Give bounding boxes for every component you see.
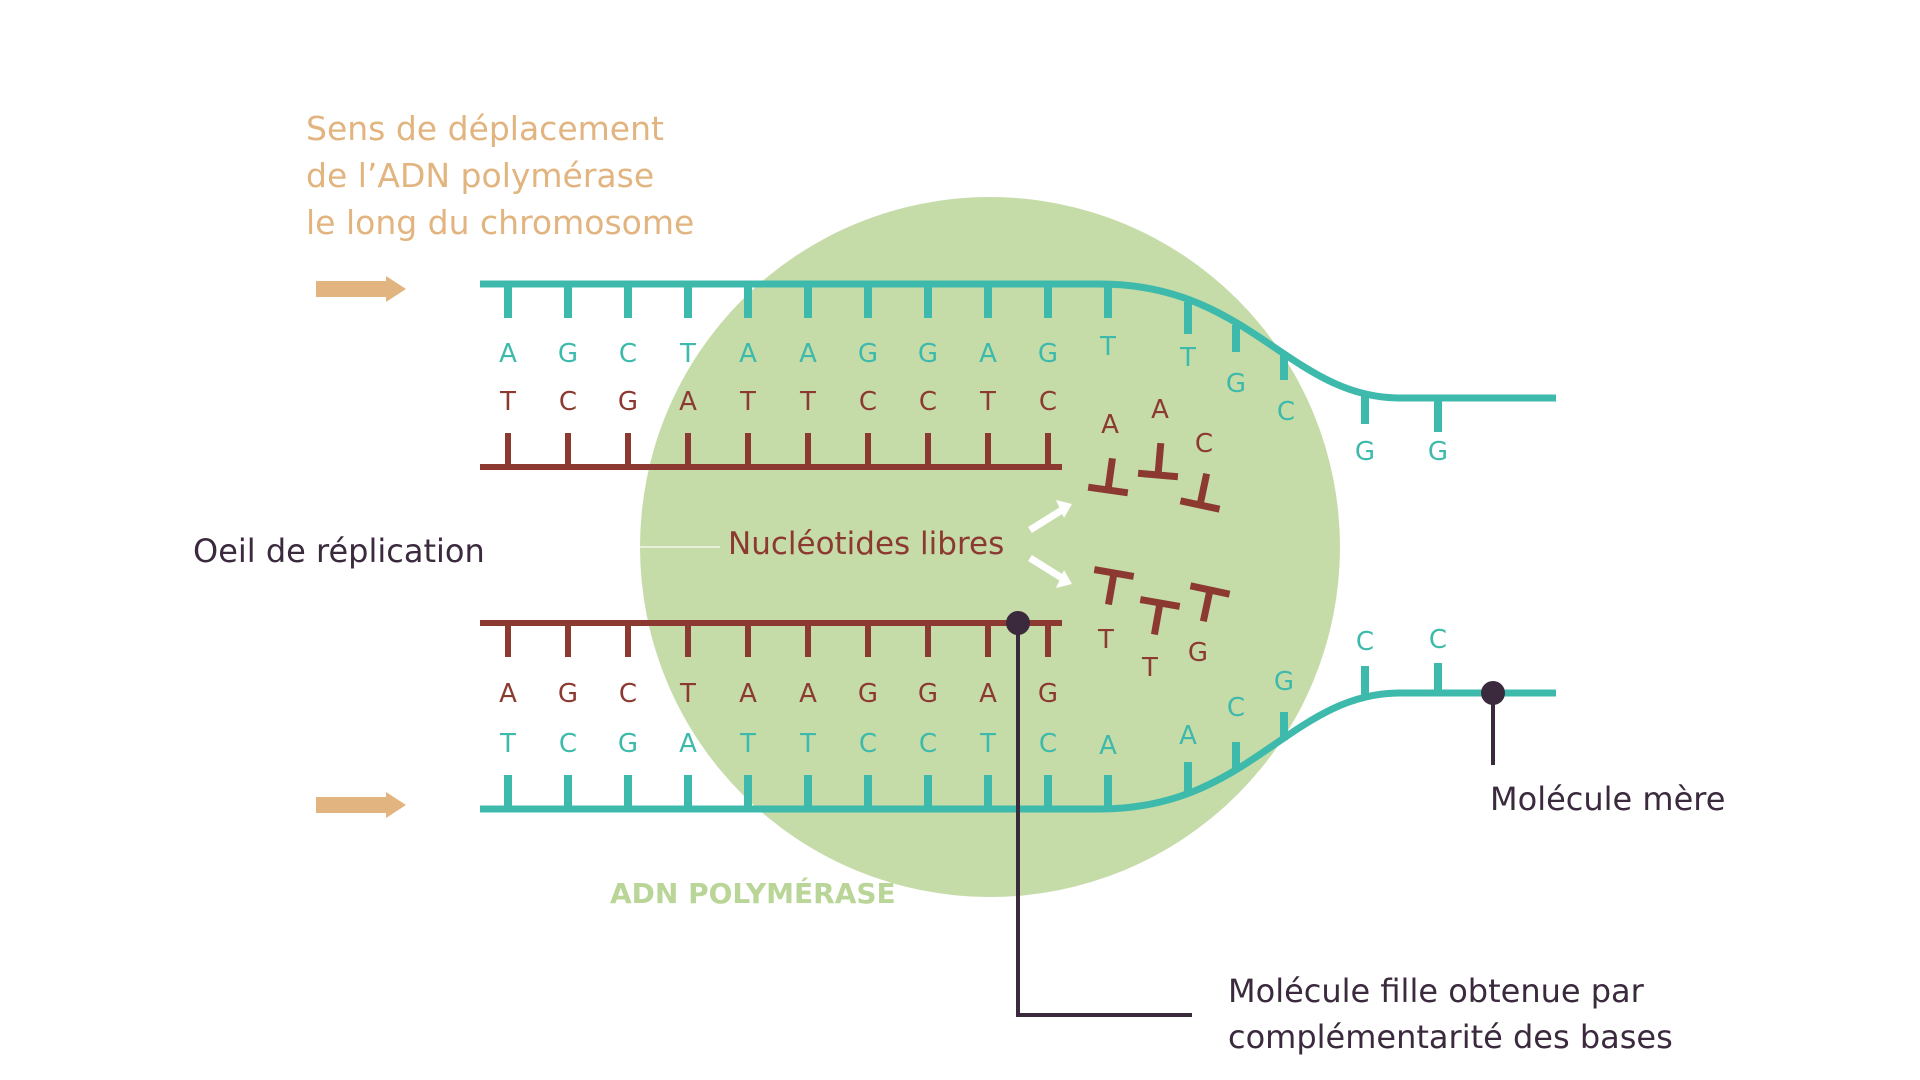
- top-new-base: T: [799, 387, 816, 417]
- direction-label-line-3: le long du chromosome: [306, 203, 694, 242]
- bottom-parent-base: C: [559, 729, 577, 759]
- free-nucleotide-bottom-base: T: [1097, 625, 1114, 655]
- strand-ticks: [504, 284, 1442, 809]
- direction-label-line-2: de l’ADN polymérase: [306, 156, 654, 195]
- top-parent-base: G: [1038, 339, 1058, 369]
- bottom-parent-base: C: [859, 729, 877, 759]
- bottom-unpaired-base: C: [1429, 625, 1447, 655]
- daughter-molecule-label-line-1: Molécule fille obtenue par: [1228, 972, 1645, 1010]
- top-new-base: C: [1039, 387, 1057, 417]
- daughter-molecule-pointer: [1006, 611, 1192, 1017]
- free-nucleotide-bottom: [1189, 582, 1231, 623]
- bottom-new-base: A: [499, 679, 517, 709]
- bottom-new-base: A: [979, 679, 997, 709]
- top-parent-base: G: [558, 339, 578, 369]
- bottom-new-base: A: [799, 679, 817, 709]
- free-nucleotide-arrows: [1028, 500, 1072, 588]
- direction-arrow-bottom: [316, 792, 406, 818]
- bottom-new-base: C: [619, 679, 637, 709]
- free-nucleotide-stem: [1104, 457, 1116, 491]
- free-nucleotide-top: [1179, 472, 1221, 513]
- bottom-unpaired-base: A: [1099, 731, 1117, 761]
- top-parent-base: A: [499, 339, 517, 369]
- mother-molecule-label: Molécule mère: [1490, 780, 1725, 818]
- top-parent-base: G: [918, 339, 938, 369]
- top-parent-strand: [480, 280, 1556, 402]
- free-nucleotide-bottom-base: G: [1188, 638, 1208, 668]
- strand-bases: ATATGCGCCGCGTATAATATATATGCGCGCGCATATGCGC…: [499, 332, 1448, 761]
- free-nucleotide-top-base: C: [1195, 429, 1213, 459]
- top-new-base: C: [859, 387, 877, 417]
- bottom-unpaired-base: C: [1356, 627, 1374, 657]
- top-new-base: G: [618, 387, 638, 417]
- daughter-molecule-label-line-2: complémentarité des bases: [1228, 1018, 1673, 1056]
- bottom-new-base: G: [918, 679, 938, 709]
- bottom-unpaired-base: A: [1179, 721, 1197, 751]
- free-nucleotides-label: Nucléotides libres: [728, 526, 1004, 562]
- replication-eye-label: Oeil de réplication: [193, 532, 485, 570]
- bottom-parent-base: C: [1039, 729, 1057, 759]
- free-nucleotide-stem: [1154, 442, 1165, 476]
- top-new-base: A: [679, 387, 697, 417]
- bottom-parent-strand: [480, 689, 1556, 813]
- top-parent-base: A: [739, 339, 757, 369]
- dna-polymerase-label: ADN POLYMÉRASE: [610, 876, 896, 910]
- top-new-base: C: [919, 387, 937, 417]
- bottom-parent-base: A: [679, 729, 697, 759]
- mother-molecule-pointer: [1481, 681, 1505, 765]
- free-nucleotide-top-base: A: [1101, 410, 1119, 440]
- top-new-base: T: [979, 387, 996, 417]
- free-nucleotide-bottom: [1139, 596, 1181, 636]
- free-nucleotide-top-base: A: [1151, 395, 1169, 425]
- top-new-base: C: [559, 387, 577, 417]
- free-nucleotide-top: [1137, 442, 1179, 481]
- bottom-new-base: G: [558, 679, 578, 709]
- bottom-unpaired-base: G: [1274, 667, 1294, 697]
- free-nucleotide-stem: [1196, 472, 1211, 506]
- top-unpaired-base: G: [1355, 437, 1375, 467]
- top-new-base: T: [499, 387, 516, 417]
- bottom-new-base: A: [739, 679, 757, 709]
- free-nucleotide-bottom: [1093, 566, 1135, 606]
- bottom-unpaired-base: C: [1227, 693, 1245, 723]
- top-parent-base: A: [979, 339, 997, 369]
- bottom-new-base: T: [679, 679, 696, 709]
- free-nucleotide-stem: [1150, 602, 1164, 636]
- bottom-parent-base: T: [799, 729, 816, 759]
- bottom-new-base: G: [1038, 679, 1058, 709]
- top-parent-base: C: [619, 339, 637, 369]
- bottom-parent-base: T: [979, 729, 996, 759]
- free-nucleotide-bottom-base: T: [1141, 653, 1158, 683]
- top-unpaired-base: T: [1179, 343, 1196, 373]
- top-unpaired-base: T: [1099, 332, 1116, 362]
- bottom-parent-base: T: [739, 729, 756, 759]
- top-parent-base: A: [799, 339, 817, 369]
- top-new-base: T: [739, 387, 756, 417]
- free-nucleotide-stem: [1199, 589, 1214, 623]
- direction-label-line-1: Sens de déplacement: [306, 109, 664, 148]
- top-unpaired-base: G: [1226, 369, 1246, 399]
- bottom-parent-base: C: [919, 729, 937, 759]
- free-nucleotides: [1087, 442, 1231, 636]
- top-unpaired-base: G: [1428, 437, 1448, 467]
- dna-polymerase-circle: [640, 197, 1340, 897]
- bottom-new-base: G: [858, 679, 878, 709]
- top-parent-base: G: [858, 339, 878, 369]
- free-nucleotide-stem: [1104, 572, 1118, 606]
- free-nucleotide-top: [1087, 457, 1129, 497]
- bottom-parent-base: G: [618, 729, 638, 759]
- top-parent-base: T: [679, 339, 696, 369]
- direction-arrow-top: [316, 276, 406, 302]
- top-unpaired-base: C: [1277, 397, 1295, 427]
- bottom-parent-base: T: [499, 729, 516, 759]
